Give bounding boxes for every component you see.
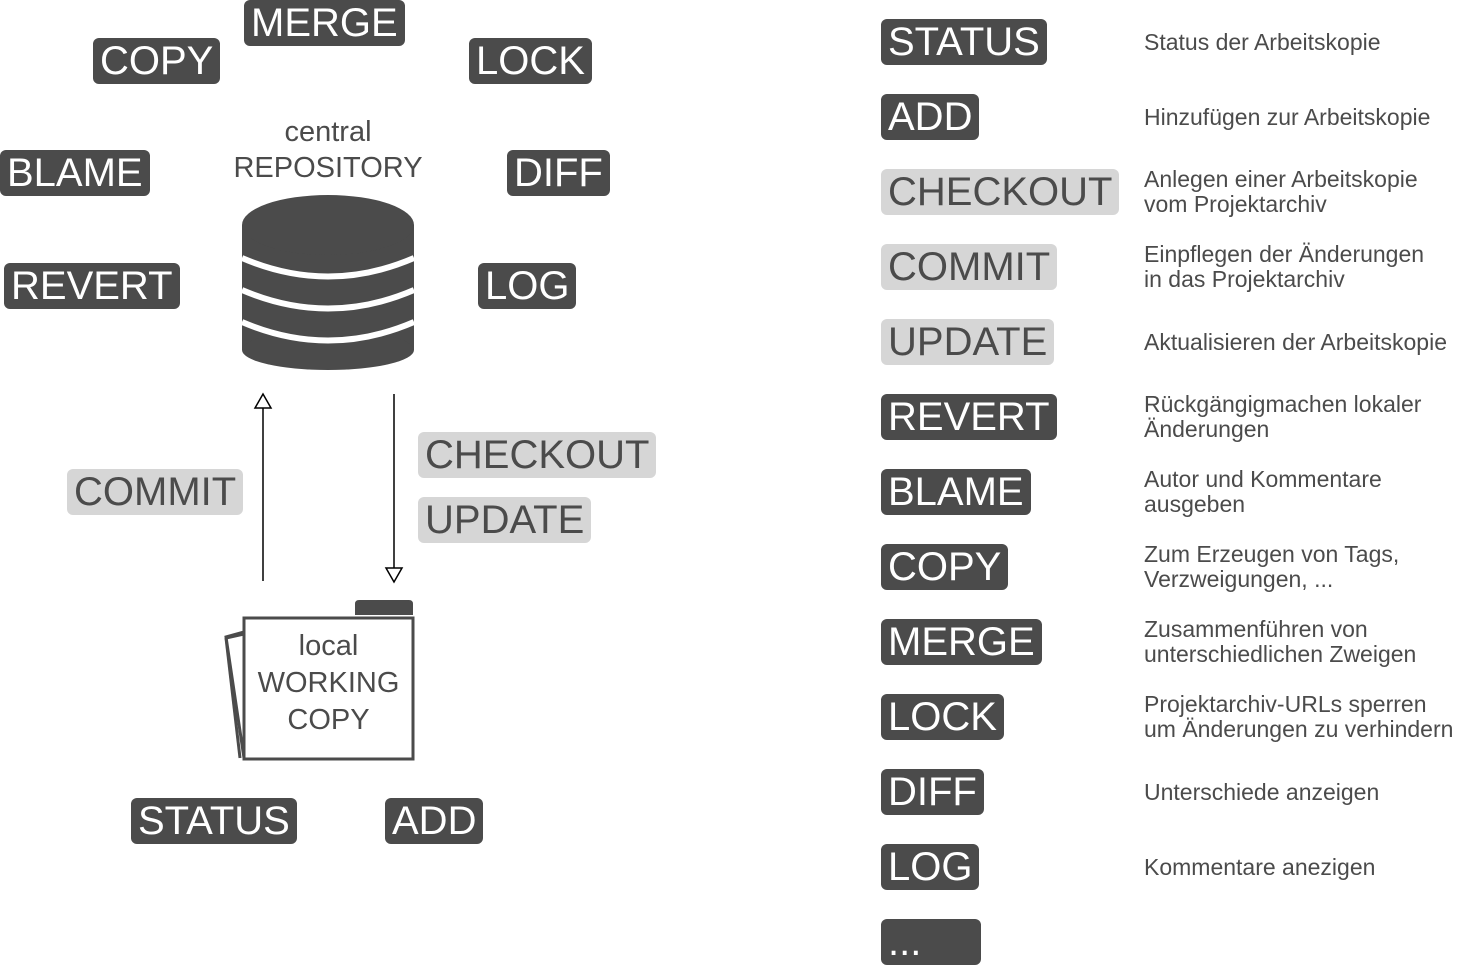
- legend-description-line: in das Projektarchiv: [1144, 266, 1345, 292]
- diagram-tag-checkout: CHECKOUT: [418, 432, 657, 478]
- legend-description: Unterschiede anzeigen: [1144, 778, 1479, 805]
- diagram-tag-status: STATUS: [131, 798, 297, 844]
- diagram-tag-merge: MERGE: [244, 0, 405, 46]
- legend-tag: REVERT: [881, 394, 1057, 440]
- legend-description-line: Status der Arbeitskopie: [1144, 28, 1381, 55]
- working-copy-label: local WORKING COPY: [244, 628, 413, 739]
- repository-label: central REPOSITORY: [218, 114, 438, 186]
- legend-description-line: Zum Erzeugen von Tags,: [1144, 541, 1400, 567]
- legend-description-line: vom Projektarchiv: [1144, 191, 1327, 217]
- legend-tag: COPY: [881, 544, 1009, 590]
- legend-tag: MERGE: [881, 619, 1042, 665]
- working-copy-label-line1: local: [298, 630, 359, 662]
- legend-description-line: Änderungen: [1144, 416, 1270, 442]
- legend-description-line: um Änderungen zu verhindern: [1144, 716, 1454, 742]
- legend-tag: BLAME: [881, 469, 1031, 515]
- checkout-update-arrow: [384, 394, 404, 584]
- legend-tag: LOG: [881, 844, 980, 890]
- legend-description: Zum Erzeugen von Tags,Verzweigungen, ...: [1144, 542, 1479, 592]
- legend-description-line: Einpflegen der Änderungen: [1144, 241, 1425, 267]
- legend-description-line: Projektarchiv-URLs sperren: [1144, 691, 1427, 717]
- working-copy-label-line2: WORKING: [257, 667, 400, 699]
- legend-description-line: Hinzufügen zur Arbeitskopie: [1144, 103, 1431, 130]
- legend-tag: ...: [881, 919, 981, 965]
- legend-description-line: Verzweigungen, ...: [1144, 566, 1334, 592]
- legend-description-line: ausgeben: [1144, 491, 1246, 517]
- legend-tag: LOCK: [881, 694, 1004, 740]
- legend-description-line: Unterschiede anzeigen: [1144, 778, 1380, 805]
- legend-description: Hinzufügen zur Arbeitskopie: [1144, 103, 1479, 130]
- folder-icon: [224, 600, 415, 761]
- legend-description-line: Kommentare anezigen: [1144, 853, 1376, 880]
- diagram-tag-copy: COPY: [93, 38, 221, 84]
- legend-tag: ADD: [881, 94, 980, 140]
- database-icon: [240, 195, 416, 370]
- legend-description: Kommentare anezigen: [1144, 853, 1479, 880]
- repository-label-line1: central: [284, 116, 372, 148]
- legend-description: Status der Arbeitskopie: [1144, 28, 1479, 55]
- legend-tag: CHECKOUT: [881, 169, 1120, 215]
- legend-description-line: unterschiedlichen Zweigen: [1144, 641, 1417, 667]
- legend-tag: STATUS: [881, 19, 1047, 65]
- repository-label-line2: REPOSITORY: [233, 152, 423, 184]
- legend-description-line: Aktualisieren der Arbeitskopie: [1144, 328, 1447, 355]
- diagram-tag-blame: BLAME: [0, 150, 150, 196]
- legend-description-line: Zusammenführen von: [1144, 616, 1368, 642]
- diagram-tag-commit: COMMIT: [67, 469, 244, 515]
- diagram-tag-log: LOG: [478, 263, 577, 309]
- diagram-tag-lock: LOCK: [469, 38, 592, 84]
- commit-arrow: [253, 392, 273, 581]
- legend-tag: DIFF: [881, 769, 984, 815]
- legend-description-line: Rückgängigmachen lokaler: [1144, 391, 1422, 417]
- legend-description-line: Autor und Kommentare: [1144, 466, 1382, 492]
- legend-description-line: Anlegen einer Arbeitskopie: [1144, 166, 1418, 192]
- diagram-tag-add: ADD: [385, 798, 484, 844]
- working-copy-label-line3: COPY: [287, 704, 370, 736]
- diagram-tag-revert: REVERT: [4, 263, 180, 309]
- diagram-tag-update: UPDATE: [418, 497, 592, 543]
- legend-description: Aktualisieren der Arbeitskopie: [1144, 328, 1479, 355]
- legend-tag: COMMIT: [881, 244, 1058, 290]
- legend-tag: UPDATE: [881, 319, 1055, 365]
- diagram-tag-diff: DIFF: [507, 150, 610, 196]
